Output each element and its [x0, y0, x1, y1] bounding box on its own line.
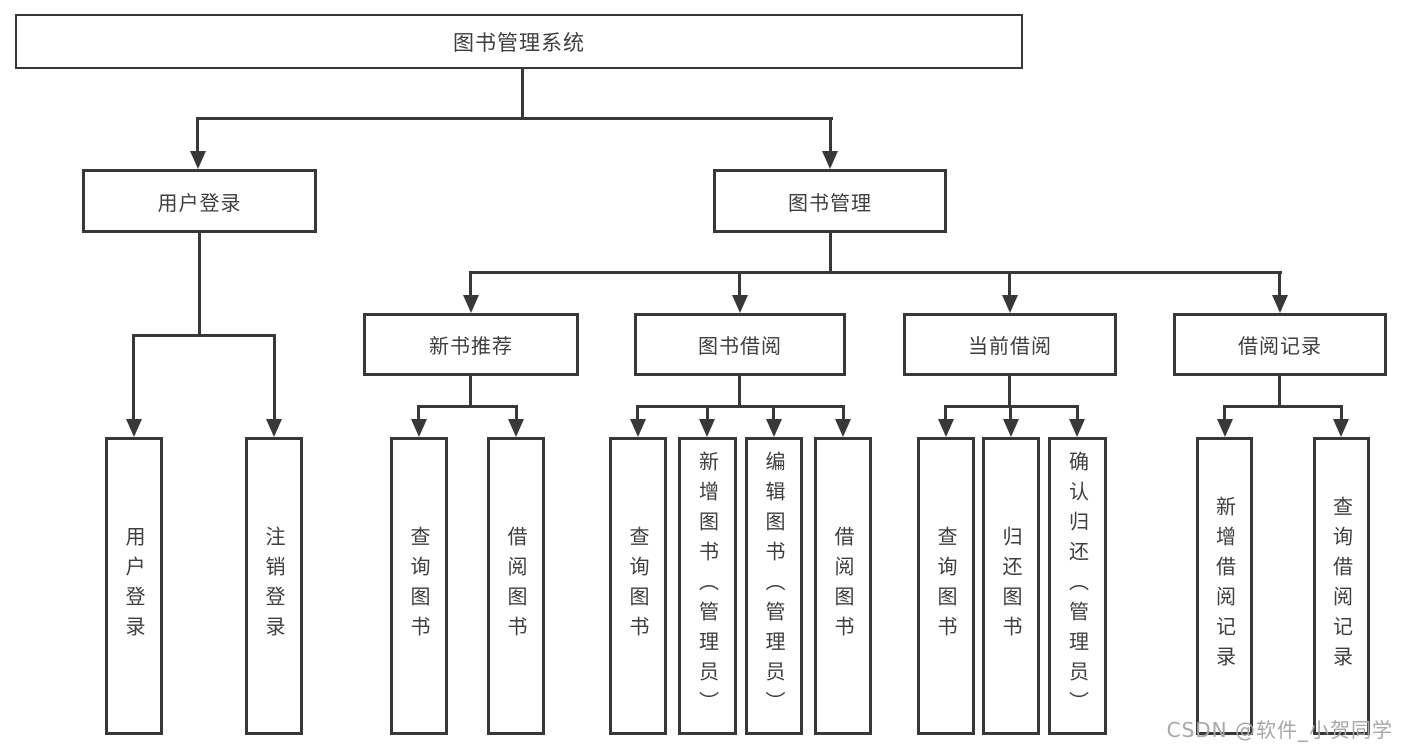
leaf-edit-books-admin: 编辑图书（管理员）: [745, 437, 803, 735]
arrow-down-icon: [1272, 295, 1288, 313]
connector-drop: [196, 117, 199, 153]
leaf-confirm-return-admin: 确认归还（管理员）: [1048, 437, 1107, 735]
node-new-book-recommendation: 新书推荐: [363, 313, 579, 376]
connector-drop: [1009, 405, 1012, 420]
node-current-borrowing: 当前借阅: [903, 313, 1117, 376]
connector-records-stem: [1278, 376, 1281, 408]
connector-drop: [273, 334, 276, 420]
node-user-login-branch: 用户登录: [82, 169, 317, 233]
leaf-query-borrow-record: 查询借阅记录: [1313, 437, 1370, 735]
leaf-add-borrow-record: 新增借阅记录: [1196, 437, 1253, 735]
connector-recommend-split: [417, 405, 518, 408]
connector-drop: [515, 405, 518, 420]
leaf-query-books-borrowing: 查询图书: [609, 437, 667, 735]
arrow-down-icon: [508, 419, 524, 437]
connector-current-stem: [1008, 376, 1011, 408]
connector-drop: [738, 271, 741, 297]
leaf-add-books-admin: 新增图书（管理员）: [678, 437, 737, 735]
connector-drop: [944, 405, 947, 420]
connector-records-split: [1223, 405, 1343, 408]
connector-drop: [1076, 405, 1079, 420]
arrow-down-icon: [411, 419, 427, 437]
connector-drop: [469, 271, 472, 297]
arrow-down-icon: [938, 419, 954, 437]
leaf-logout: 注销登录: [245, 437, 303, 735]
connector-drop: [636, 405, 639, 420]
node-library-management-system: 图书管理系统: [15, 14, 1023, 69]
connector-root-stem: [521, 69, 524, 120]
connector-drop: [1340, 405, 1343, 420]
connector-drop: [1008, 271, 1011, 297]
connector-user-login-split: [132, 334, 276, 337]
connector-recommend-stem: [469, 376, 472, 408]
leaf-query-books-current: 查询图书: [917, 437, 975, 735]
node-borrowing-records: 借阅记录: [1173, 313, 1387, 376]
arrow-down-icon: [835, 419, 851, 437]
connector-root-split: [196, 117, 833, 120]
node-book-management: 图书管理: [713, 169, 947, 233]
connector-drop: [417, 405, 420, 420]
arrow-down-icon: [766, 419, 782, 437]
leaf-user-login: 用户登录: [105, 437, 163, 735]
connector-borrowing-split: [636, 405, 845, 408]
arrow-down-icon: [699, 419, 715, 437]
watermark: CSDN @软件_小贺同学: [1166, 718, 1393, 742]
leaf-return-books: 归还图书: [982, 437, 1040, 735]
leaf-borrow-books-recommend: 借阅图书: [487, 437, 545, 735]
connector-drop: [706, 405, 709, 420]
connector-user-login-stem: [198, 233, 201, 337]
arrow-down-icon: [463, 295, 479, 313]
arrow-down-icon: [1002, 295, 1018, 313]
connector-drop: [1223, 405, 1226, 420]
connector-drop: [132, 334, 135, 420]
arrow-down-icon: [126, 419, 142, 437]
arrow-down-icon: [1333, 419, 1349, 437]
arrow-down-icon: [1217, 419, 1233, 437]
arrow-down-icon: [732, 295, 748, 313]
connector-drop: [829, 117, 832, 153]
connector-drop: [842, 405, 845, 420]
arrow-down-icon: [190, 151, 206, 169]
node-book-borrowing: 图书借阅: [634, 313, 846, 376]
arrow-down-icon: [822, 151, 838, 169]
arrow-down-icon: [1069, 419, 1085, 437]
leaf-query-books-recommend: 查询图书: [390, 437, 448, 735]
arrow-down-icon: [266, 419, 282, 437]
connector-drop: [1278, 271, 1281, 297]
connector-book-mgmt-split: [469, 271, 1282, 274]
arrow-down-icon: [630, 419, 646, 437]
arrow-down-icon: [1003, 419, 1019, 437]
connector-borrowing-stem: [738, 376, 741, 408]
connector-book-mgmt-stem: [829, 233, 832, 274]
connector-drop: [772, 405, 775, 420]
leaf-borrow-books-borrowing: 借阅图书: [814, 437, 872, 735]
